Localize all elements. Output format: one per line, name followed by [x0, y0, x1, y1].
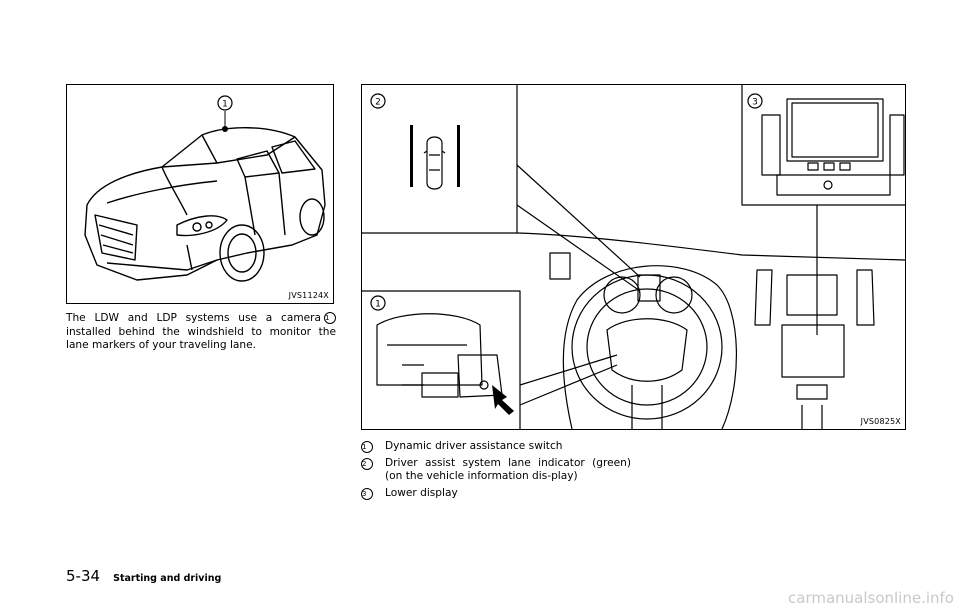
legend-item: 3 Lower display	[361, 487, 631, 500]
page-footer: 5-34 Starting and driving	[66, 566, 221, 585]
legend-number: 1	[361, 441, 373, 453]
camera-callout: 1	[222, 100, 228, 110]
legend-item: 1 Dynamic driver assistance switch	[361, 440, 631, 453]
legend-item: 2 Driver assist system lane indicator (g…	[361, 457, 631, 483]
car-illustration: 1	[84, 95, 326, 282]
lower-display-callout: 3	[752, 98, 758, 108]
body-text-start: The LDW and LDP systems use a camera	[66, 312, 321, 324]
car-camera-figure: 1 JVS1124X	[66, 84, 334, 304]
legend-text: Driver assist system lane indicator (gre…	[385, 457, 631, 482]
cockpit-illustration: 2 3 1	[362, 85, 905, 429]
switch-callout: 1	[375, 300, 381, 310]
legend-text: Dynamic driver assistance switch	[385, 440, 563, 452]
legend-text: Lower display	[385, 487, 458, 499]
legend-number: 3	[361, 488, 373, 500]
section-title: Starting and driving	[113, 573, 222, 584]
figure-legend: 1 Dynamic driver assistance switch 2 Dri…	[361, 440, 631, 504]
legend-number: 2	[361, 458, 373, 470]
figure-code: JVS0825X	[860, 417, 901, 426]
watermark: carmanualsonline.info	[788, 589, 954, 607]
camera-reference: 1	[324, 312, 336, 324]
figure-code: JVS1124X	[288, 291, 329, 300]
cockpit-figure: 2 3 1 JVS0825X	[361, 84, 906, 430]
page-number: 5-34	[66, 567, 101, 585]
lane-indicator-callout: 2	[375, 98, 381, 108]
body-text-end: installed behind the windshield to monit…	[66, 325, 336, 352]
